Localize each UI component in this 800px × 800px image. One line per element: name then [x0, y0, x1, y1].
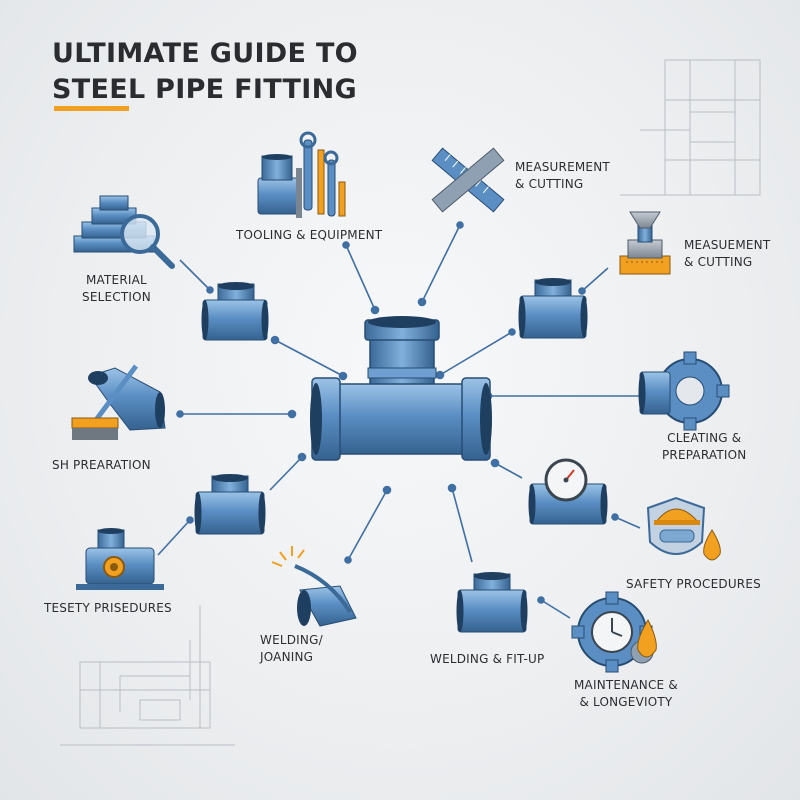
maintenance-gear-icon — [571, 591, 657, 673]
tee-bottom-center — [456, 572, 528, 633]
ruler-saw-icon — [431, 147, 505, 213]
gauge-pipe-icon — [528, 458, 608, 525]
page-title: ULTIMATE GUIDE TO STEEL PIPE FITTING — [52, 36, 358, 108]
label-measurement-cutting-right: MEASUEMENT & CUTTING — [684, 238, 771, 269]
blueprint-bottom — [60, 605, 235, 746]
label-tooling-equipment: TOOLING & EQUIPMENT — [236, 228, 383, 242]
pipe-cutter-icon — [619, 211, 671, 275]
label-cleaning-preparation: CLEATING & PREPARATION — [662, 431, 747, 462]
material-stack-icon — [73, 195, 175, 269]
tooling-icon — [257, 131, 346, 218]
label-welding-joining: WELDING/ JOANING — [260, 633, 323, 664]
label-welding-fitup: WELDING & FIT-UP — [430, 652, 545, 666]
title-accent-bar — [54, 106, 129, 111]
brush-icon — [71, 364, 166, 440]
label-measurement-cutting-top: MEASUREMENT & CUTTING — [515, 160, 610, 191]
title-line-1: ULTIMATE GUIDE TO — [52, 38, 358, 69]
label-preparation-left: SH PREARATION — [52, 458, 151, 472]
label-maintenance-longevity: MAINTENANCE & & LONGEVIOTY — [574, 678, 678, 709]
tee-top-right — [518, 278, 588, 339]
label-safety-procedures: SAFETY PROCEDURES — [626, 577, 761, 591]
tee-top-left — [201, 282, 269, 341]
safety-helmet-icon — [646, 496, 721, 561]
title-line-2: STEEL PIPE FITTING — [52, 74, 357, 105]
label-material-selection: MATERIAL SELECTION — [82, 273, 151, 304]
label-safety-left: TESETY PRISEDURES — [44, 601, 172, 615]
welding-torch-icon — [271, 546, 357, 627]
connector-lines — [157, 221, 641, 619]
blueprint-icon — [620, 59, 761, 196]
valve-icon — [76, 528, 164, 590]
gear-pipe-icon — [638, 351, 730, 431]
tee-mid-left — [194, 474, 266, 535]
central-tee-fitting — [310, 316, 492, 461]
